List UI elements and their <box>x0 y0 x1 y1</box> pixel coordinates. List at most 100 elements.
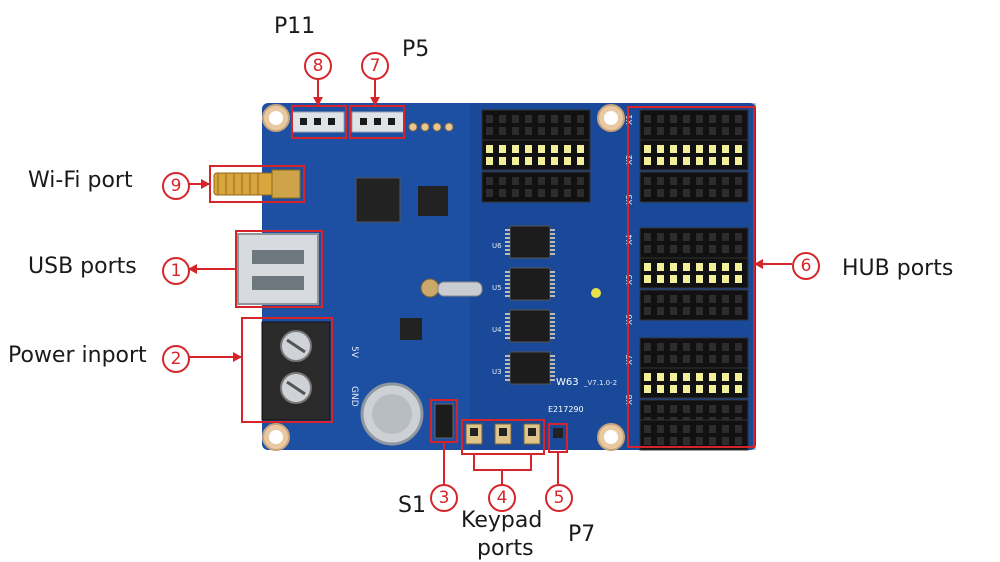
callout-6-circle: 6 <box>792 252 820 280</box>
header-pin <box>328 118 335 125</box>
hub-pin <box>657 295 664 303</box>
chip-lead <box>505 245 510 247</box>
chip-lead <box>505 283 510 285</box>
hub-pin <box>564 115 571 123</box>
chip-lead <box>550 253 555 255</box>
hub-header <box>639 171 749 203</box>
label-power-inport: Power inport <box>8 343 147 368</box>
hub-header <box>639 367 749 399</box>
chip-lead <box>505 325 510 327</box>
hub-pin <box>670 157 677 165</box>
hub-pin <box>657 115 664 123</box>
hub-pin <box>644 115 651 123</box>
crystal-can <box>437 281 483 297</box>
chip-lead <box>505 321 510 323</box>
chip-lead <box>505 379 510 381</box>
usb-slot <box>252 276 304 290</box>
hub-pin <box>696 145 703 153</box>
chip-lead <box>505 367 510 369</box>
hub-pin <box>525 189 532 197</box>
chip-lead <box>505 253 510 255</box>
highlight-power <box>241 317 333 423</box>
hub-pin <box>538 115 545 123</box>
chip-lead <box>505 337 510 339</box>
chip-lead <box>505 291 510 293</box>
driver-chip <box>509 225 551 259</box>
hub-pin <box>499 127 506 135</box>
hub-pin <box>486 177 493 185</box>
hub-pin <box>683 295 690 303</box>
arrow-power <box>233 352 242 362</box>
hub-header <box>639 337 749 369</box>
chip-label: U5 <box>492 284 502 292</box>
chip-lead <box>550 241 555 243</box>
chip-label: U3 <box>492 368 502 376</box>
hub-label: X5 <box>625 274 634 285</box>
chip-lead <box>505 287 510 289</box>
arrow-usb <box>188 264 197 274</box>
hub-pin <box>709 275 716 283</box>
chip-lead <box>505 275 510 277</box>
hub-pin <box>696 425 703 433</box>
hub-pin <box>696 373 703 381</box>
hub-pin <box>683 437 690 445</box>
highlight-p5 <box>349 105 405 139</box>
hub-pin <box>709 127 716 135</box>
chip-lead <box>505 295 510 297</box>
chip-lead <box>505 271 510 273</box>
crystal <box>420 278 440 298</box>
hub-label: X7 <box>625 354 634 365</box>
board-model: W63 <box>556 377 579 388</box>
chip-lead <box>550 275 555 277</box>
chip-lead <box>505 249 510 251</box>
label-p11: P11 <box>274 14 316 39</box>
hub-pin <box>644 343 651 351</box>
chip-lead <box>550 329 555 331</box>
hub-pin <box>644 405 651 413</box>
hub-pin <box>644 145 651 153</box>
hub-pin <box>551 115 558 123</box>
board-serial: E217290 <box>548 405 584 414</box>
hub-pin <box>670 425 677 433</box>
chip-lead <box>550 375 555 377</box>
hub-pin <box>644 385 651 393</box>
hub-header <box>639 289 749 321</box>
hub-pin <box>486 157 493 165</box>
chip-lead <box>505 241 510 243</box>
callout-4-circle: 4 <box>488 484 516 512</box>
hub-pin <box>499 177 506 185</box>
chip-lead <box>505 317 510 319</box>
hub-header <box>639 419 749 451</box>
hub-header-body <box>639 227 749 259</box>
hub-pin <box>486 145 493 153</box>
hub-pin <box>696 177 703 185</box>
hub-pin <box>657 437 664 445</box>
p7-pin <box>553 428 563 438</box>
hub-header <box>639 139 749 171</box>
arrow-p11 <box>313 97 323 106</box>
hub-pin <box>512 127 519 135</box>
hub-pin <box>657 189 664 197</box>
hub-pin <box>683 177 690 185</box>
hub-pin <box>657 127 664 135</box>
hub-pin <box>735 145 742 153</box>
hub-pin <box>709 295 716 303</box>
chip-lead <box>550 237 555 239</box>
hub-label: X4 <box>625 234 634 245</box>
hub-pin <box>722 115 729 123</box>
hub-pin <box>657 355 664 363</box>
silk-gnd: GND <box>349 386 359 407</box>
header-pin <box>388 118 395 125</box>
mcu-chip <box>355 177 401 223</box>
silk-5v: 5V <box>349 346 359 359</box>
pcb-layer: U6U5U4U35VGNDW63_V7.1.0-2E217290X1X2X3X4… <box>213 103 756 451</box>
hub-pin <box>709 355 716 363</box>
pad <box>432 122 442 132</box>
label-wifi-port: Wi-Fi port <box>28 168 133 193</box>
hub-label: X1 <box>625 114 634 125</box>
hub-pin <box>538 127 545 135</box>
hub-pin <box>696 295 703 303</box>
hub-pin <box>657 157 664 165</box>
hub-pin <box>709 157 716 165</box>
